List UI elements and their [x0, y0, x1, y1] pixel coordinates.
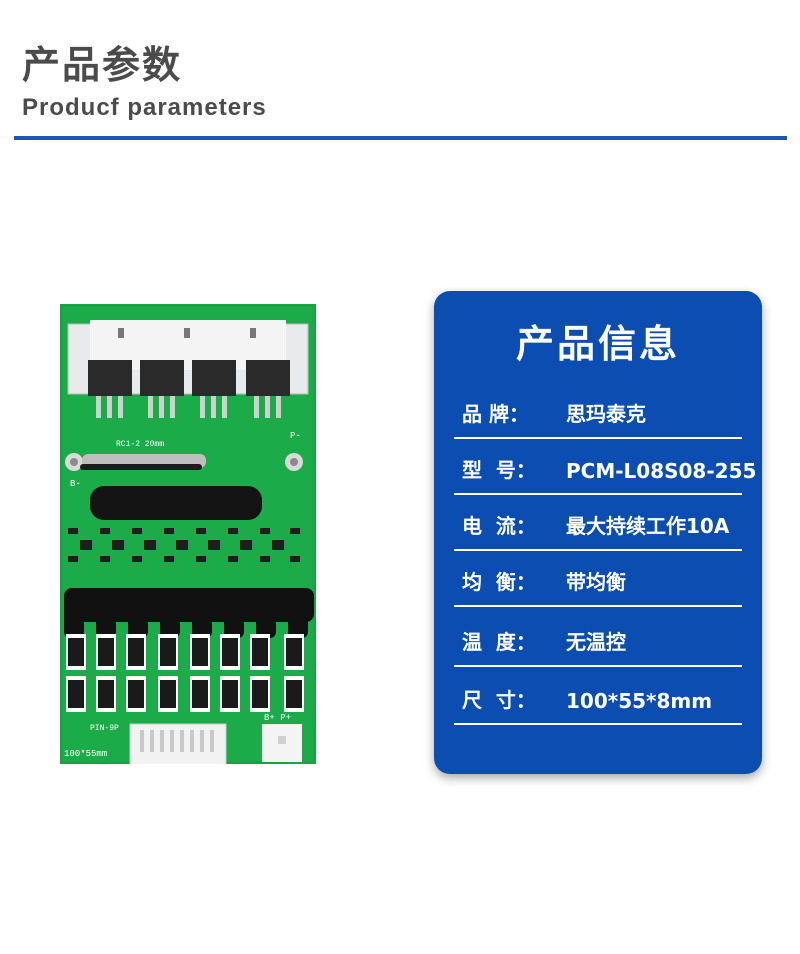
spec-value: 带均衡	[566, 570, 626, 594]
spec-label: 均 衡：	[462, 570, 536, 594]
spec-label: 品 牌：	[462, 402, 529, 426]
pcb-board-image: RC1-2 20mm B- P- PIN-9P 100*55mm B+ P+	[60, 304, 316, 764]
spec-row-balance: 均 衡： 带均衡	[454, 551, 742, 607]
spec-row-model: 型 号： PCM-L08S08-255	[454, 439, 756, 495]
mosfets	[88, 360, 290, 418]
spec-row-brand: 品 牌： 思玛泰克	[454, 383, 742, 439]
heatshrink-band	[64, 588, 314, 638]
spec-value: 思玛泰克	[566, 402, 646, 426]
silk-p-minus: P-	[290, 431, 301, 441]
smd-components	[68, 528, 300, 562]
resistors	[66, 634, 304, 712]
page-title: 产品参数	[22, 43, 183, 87]
spec-row-current: 电 流： 最大持续工作10A	[454, 495, 742, 551]
title-divider	[14, 136, 787, 140]
silk-bp-label: B+ P+	[264, 713, 291, 723]
spec-row-temperature: 温 度： 无温控	[454, 611, 742, 667]
spec-value: 无温控	[566, 630, 626, 654]
spec-label: 尺 寸：	[462, 688, 536, 712]
spec-label: 型 号：	[462, 458, 536, 482]
silk-b-minus: B-	[70, 479, 81, 489]
silk-rc-label: RC1-2 20mm	[116, 440, 164, 449]
silk-pin-label: PIN-9P	[90, 724, 119, 733]
spec-value: 100*55*8mm	[566, 689, 713, 713]
spec-label: 电 流：	[462, 514, 536, 538]
spec-value: PCM-L08S08-255	[566, 459, 757, 483]
card-title: 产品信息	[515, 322, 680, 366]
spec-value: 最大持续工作10A	[566, 514, 730, 538]
silk-size-label: 100*55mm	[64, 749, 107, 759]
spec-label: 温 度：	[462, 630, 536, 654]
page-subtitle: Producf parameters	[22, 94, 267, 121]
spec-row-size: 尺 寸： 100*55*8mm	[454, 669, 742, 725]
product-info-card: 产品信息 品 牌： 思玛泰克 型 号： PCM-L08S08-255 电 流： …	[434, 291, 762, 774]
